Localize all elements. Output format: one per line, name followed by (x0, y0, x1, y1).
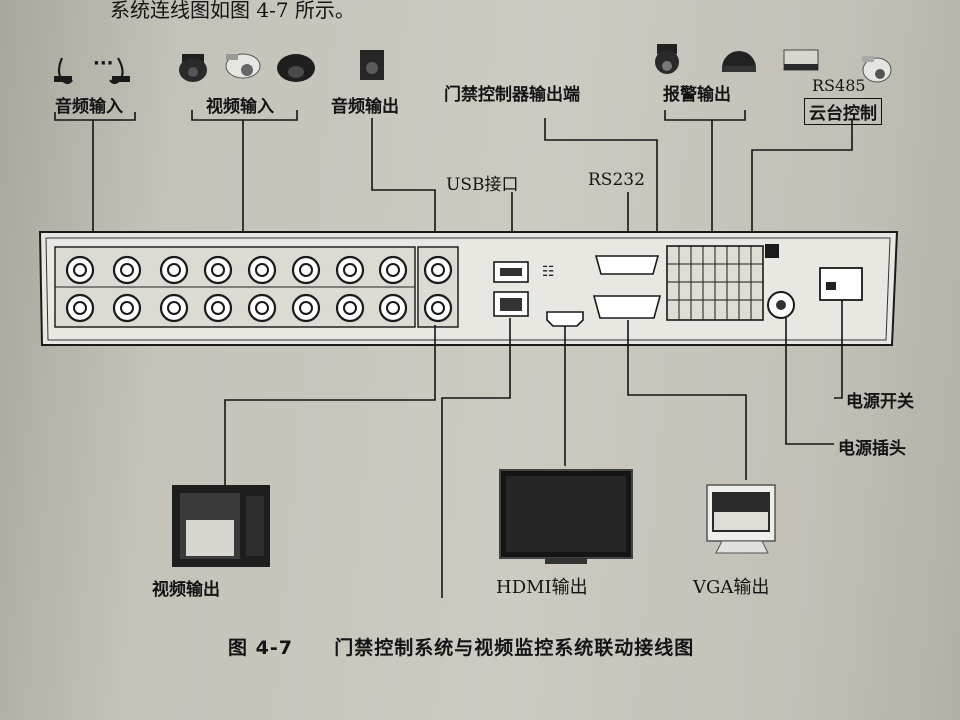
power-switch-label: 电源开关 (846, 392, 914, 412)
figure-number: 图 4-7 (228, 637, 293, 659)
ptz-camera-icon (862, 56, 892, 83)
vga-output-label: VGA输出 (693, 577, 770, 598)
rs485-label: RS485 (812, 76, 866, 95)
audio-input-label: 音频输入 (55, 97, 123, 117)
speaker-icon (360, 50, 384, 80)
audio-output-label: 音频输出 (331, 97, 399, 117)
alarm-dome-icon (722, 51, 756, 72)
header-text: 系统连线图如图 4-7 所示。 (110, 0, 355, 22)
power-plug-label: 电源插头 (838, 439, 906, 459)
decoder-box-icon (783, 49, 819, 71)
rs232-label: RS232 (588, 170, 645, 190)
door-controller-output-label: 门禁控制器输出端 (444, 85, 580, 105)
figure-title: 门禁控制系统与视频监控系统联动接线图 (334, 637, 695, 659)
speed-dome-camera-icon (225, 53, 261, 79)
bnc-connector-row (65, 293, 408, 323)
crt-monitor-icon (172, 485, 270, 567)
ptz-control-label: 云台控制 (804, 98, 882, 125)
audio-input-dots: ··· (93, 53, 114, 74)
alarm-output-label: 报警输出 (663, 85, 731, 105)
hdmi-output-label: HDMI输出 (496, 577, 588, 598)
video-input-label: 视频输入 (206, 97, 274, 117)
dome-camera-icon (179, 54, 207, 82)
hdmi-port (546, 311, 584, 327)
vga-monitor-icon (706, 484, 776, 554)
dvr-back-panel: ☷ (38, 231, 899, 346)
flat-tv-icon (499, 469, 633, 564)
figure-caption: 图 4-7 门禁控制系统与视频监控系统联动接线图 (228, 633, 694, 660)
bnc-connector-row (65, 255, 408, 285)
microphone-icon (109, 57, 130, 85)
dome-camera-icon (277, 54, 315, 82)
rs232-port (594, 255, 660, 275)
svg-text:☷: ☷ (542, 264, 555, 280)
vga-port (592, 295, 662, 319)
microphone-icon (54, 57, 73, 85)
video-output-label: 视频输出 (152, 580, 220, 600)
usb-port-label: USB接口 (446, 175, 519, 195)
alarm-camera-icon (655, 44, 679, 74)
